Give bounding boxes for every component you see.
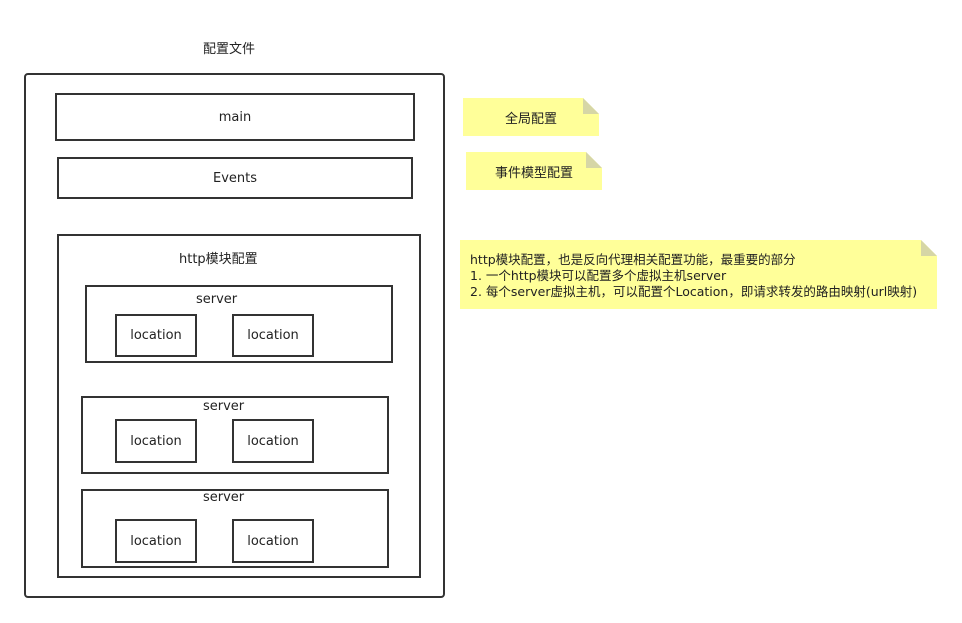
note-event-model-config: 事件模型配置 [466,152,602,190]
server-label-2: server [203,399,245,414]
http-block-title: http模块配置 [179,252,258,267]
config-file-container [24,73,445,598]
note-fold-icon [921,240,937,256]
note-global-config-text: 全局配置 [504,111,557,127]
location-box-1-1: location [115,314,197,357]
main-block: main [55,93,415,141]
location-label: location [247,533,299,549]
location-box-2-1: location [115,419,197,463]
location-box-2-2: location [232,419,314,463]
location-box-3-1: location [115,519,197,563]
server-label-3: server [203,490,245,505]
server-box-1 [85,285,393,363]
location-box-3-2: location [232,519,314,563]
note-global-config: 全局配置 [463,98,599,136]
note-fold-icon [583,98,599,114]
server-label-1: server [196,292,238,307]
location-label: location [247,433,299,449]
server-box-3 [81,489,389,568]
events-block: Events [57,157,413,199]
location-label: location [130,433,182,449]
location-box-1-2: location [232,314,314,357]
events-block-label: Events [212,170,257,186]
server-box-2 [81,396,389,474]
location-label: location [130,328,182,343]
main-block-label: main [218,109,252,125]
http-block [57,234,421,578]
note-http-line-3: 2. 每个server虚拟主机，可以配置个Location，即请求转发的路由映射… [470,284,918,299]
note-http-explanation: http模块配置，也是反向代理相关配置功能，最重要的部分 1. 一个http模块… [460,240,937,309]
note-http-line-2: 1. 一个http模块可以配置多个虚拟主机server [470,268,727,283]
location-label: location [247,328,299,343]
diagram-title: 配置文件 [203,42,256,57]
note-fold-icon [586,152,602,168]
location-label: location [130,533,182,549]
note-http-line-1: http模块配置，也是反向代理相关配置功能，最重要的部分 [470,252,796,267]
note-event-model-text: 事件模型配置 [494,165,573,181]
